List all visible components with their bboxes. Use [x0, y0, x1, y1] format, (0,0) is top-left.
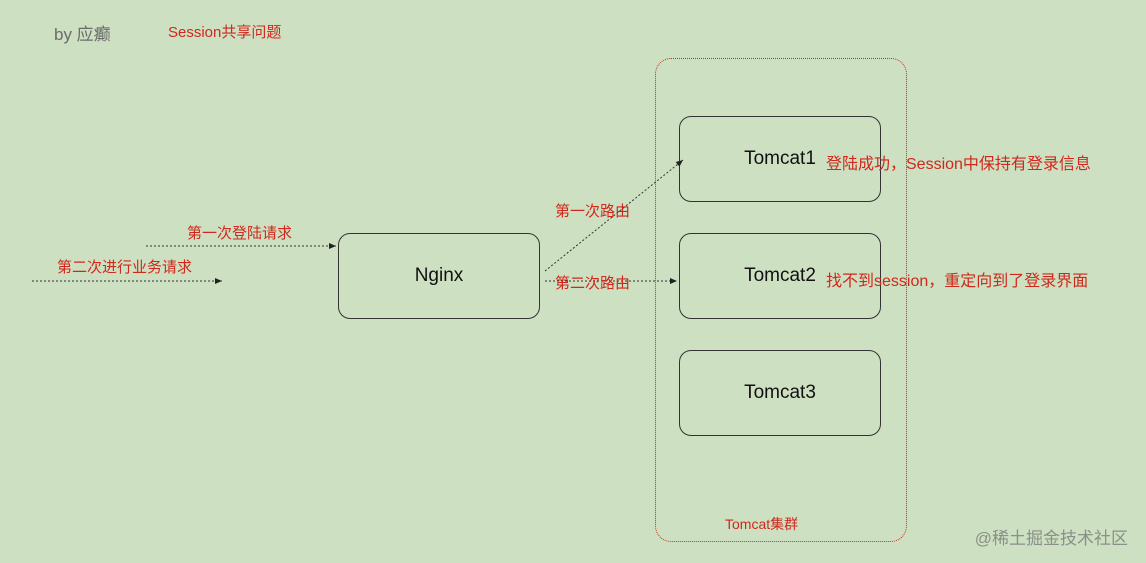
tomcat3-node: Tomcat3: [679, 350, 881, 436]
second-request-label: 第二次进行业务请求: [57, 259, 193, 276]
watermark: @稀土掘金技术社区: [974, 529, 1128, 548]
tomcat-cluster-group: [655, 58, 907, 542]
first-route-label: 第一次路由: [555, 203, 631, 220]
first-route-arrow: [544, 159, 684, 272]
tomcat1-node: Tomcat1: [679, 116, 881, 202]
author-label: by 应癫: [54, 25, 111, 44]
tomcat1-note: 登陆成功，Session中保持有登录信息: [826, 156, 1091, 173]
second-route-label: 第二次路由: [555, 275, 631, 292]
nginx-node: Nginx: [338, 233, 540, 319]
first-request-label: 第一次登陆请求: [187, 225, 293, 242]
tomcat2-note: 找不到session，重定向到了登录界面: [826, 273, 1089, 290]
cluster-label: Tomcat集群: [725, 516, 799, 532]
tomcat2-node: Tomcat2: [679, 233, 881, 319]
diagram-title: Session共享问题: [168, 24, 282, 41]
